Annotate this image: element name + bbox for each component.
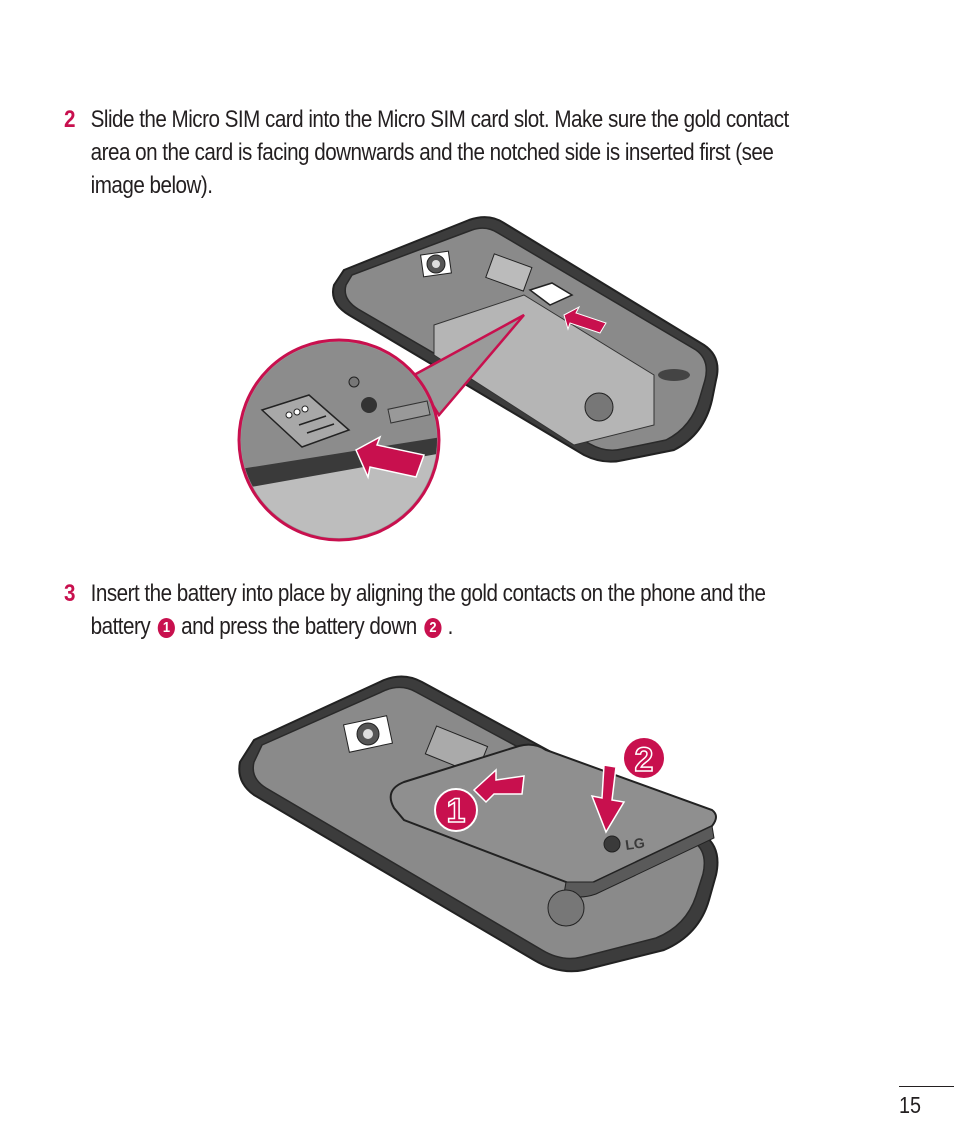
battery-lg-logo: LG	[624, 834, 646, 853]
sim-insertion-illustration	[234, 215, 724, 550]
step-3-instruction: 3 Insert the battery into place by align…	[64, 577, 786, 643]
step-text-fragment: battery	[90, 613, 151, 640]
page-number-rule	[899, 1086, 954, 1087]
step-text-line: Insert the battery into place by alignin…	[90, 580, 766, 607]
step-text: Slide the Micro SIM card into the Micro …	[91, 103, 917, 202]
callout-2-label: 2	[635, 741, 654, 779]
step-number: 2	[64, 106, 75, 133]
battery-insertion-illustration: LG 1 2	[234, 670, 724, 975]
page-number: 15	[899, 1092, 922, 1118]
step-number: 3	[64, 580, 75, 607]
step-text-fragment: .	[447, 613, 454, 640]
step-badge-1-icon: 1	[157, 618, 176, 638]
step-text-line: image below).	[90, 172, 213, 199]
step-text-fragment: and press the battery down	[181, 613, 417, 640]
callout-1-label: 1	[447, 792, 466, 830]
step-text-line: area on the card is facing downwards and…	[90, 139, 774, 166]
step-badge-2-icon: 2	[424, 618, 442, 638]
step-text: Insert the battery into place by alignin…	[91, 577, 917, 643]
step-2-instruction: 2 Slide the Micro SIM card into the Micr…	[64, 103, 789, 202]
step-text-line: Slide the Micro SIM card into the Micro …	[90, 106, 790, 133]
